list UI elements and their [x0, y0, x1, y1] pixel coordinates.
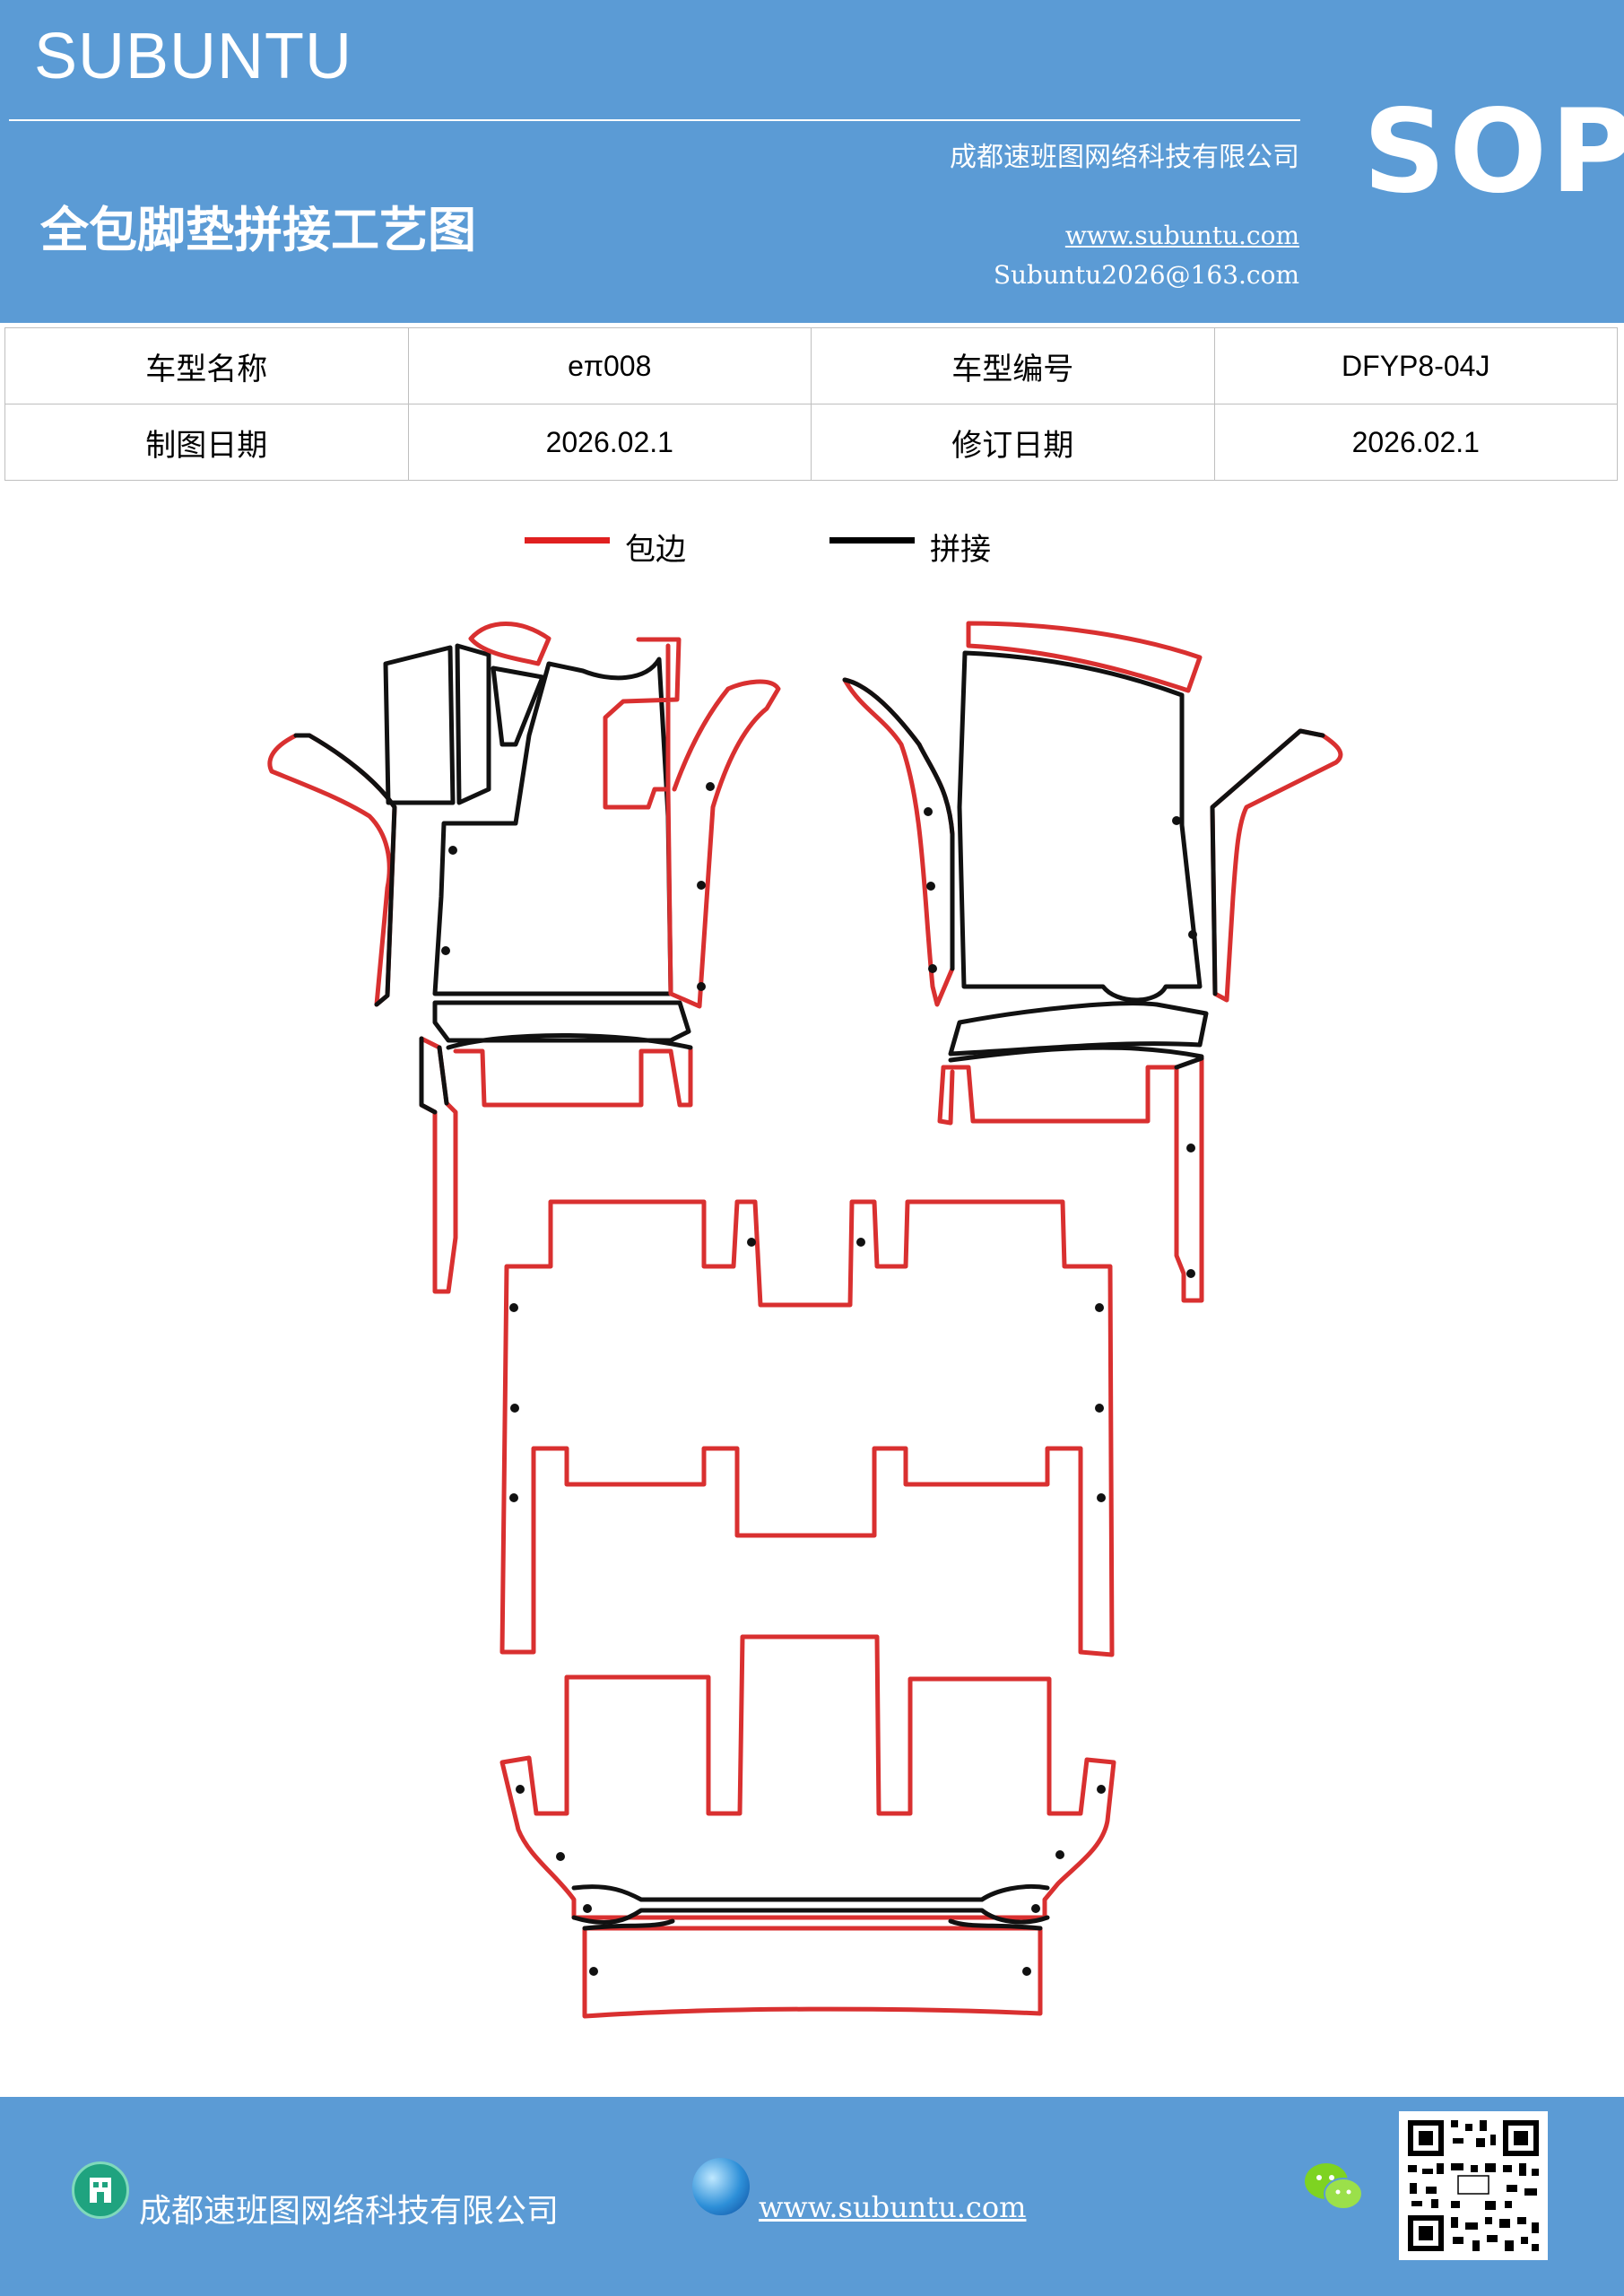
- front-left-main: [432, 657, 673, 996]
- front-right-strip-seam: [842, 677, 955, 971]
- third-row-outline: [499, 1634, 1116, 1920]
- front-left-tunnel-piece: [603, 637, 682, 810]
- header-company-name: 成都速班图网络科技有限公司: [950, 142, 1299, 173]
- front-left-pad-2: [455, 643, 491, 805]
- front-left-rail-seam: [419, 1036, 449, 1115]
- model-name-value: eπ008: [407, 327, 812, 404]
- front-right-main: [957, 650, 1203, 1003]
- footer-company-name: 成都速班图网络科技有限公司: [139, 2193, 560, 2230]
- legend-swatch-binding: [525, 537, 610, 544]
- fixing-dot: [1097, 1785, 1106, 1794]
- front-left-side-seam: [293, 733, 397, 1007]
- fixing-dot: [441, 946, 450, 955]
- fixing-dot: [1055, 1850, 1064, 1859]
- fixing-dot: [516, 1785, 525, 1794]
- qr-code[interactable]: [1399, 2111, 1548, 2260]
- model-name-label: 车型名称: [4, 327, 409, 404]
- revision-date-label: 修订日期: [811, 404, 1215, 481]
- fixing-dot: [556, 1852, 565, 1861]
- footer-banner: 成都速班图网络科技有限公司 www.subuntu.com: [0, 2097, 1624, 2296]
- front-left-bottom-piece: [453, 1047, 693, 1108]
- fixing-dot: [1095, 1303, 1104, 1312]
- model-code-label: 车型编号: [811, 327, 1215, 404]
- front-right-side-panel: [1210, 728, 1343, 1003]
- brand-logo-text: SUBUNTU: [34, 21, 353, 92]
- fixing-dot: [1022, 1967, 1031, 1976]
- front-right-heel-strip: [948, 1001, 1209, 1057]
- fixing-dot: [509, 1493, 518, 1502]
- vehicle-info-table: 车型名称 eπ008 车型编号 DFYP8-04J 制图日期 2026.02.1…: [4, 327, 1618, 481]
- fixing-dot: [583, 1904, 592, 1913]
- front-left-rail: [419, 1036, 458, 1294]
- model-code-value: DFYP8-04J: [1213, 327, 1618, 404]
- fixing-dot: [697, 982, 706, 991]
- drawing-date-value: 2026.02.1: [407, 404, 812, 481]
- header-divider: [9, 119, 1300, 121]
- floor-mat-diagram: [267, 621, 1343, 2019]
- front-left-pad-3: [491, 665, 545, 747]
- front-left-bottom-seam: [446, 1033, 693, 1050]
- fixing-dot: [697, 881, 706, 890]
- table-row: 车型名称 eπ008 车型编号 DFYP8-04J: [4, 327, 1618, 404]
- header-email: Subuntu2026@163.com: [993, 260, 1299, 290]
- drawing-date-label: 制图日期: [4, 404, 409, 481]
- third-row-mat: [499, 1634, 1116, 2019]
- header-website-link[interactable]: www.subuntu.com: [1064, 221, 1299, 250]
- globe-icon: [692, 2158, 750, 2215]
- legend-label-binding: 包边: [625, 532, 686, 568]
- front-left-center-strip: [665, 679, 781, 1009]
- third-row-back-seam: [582, 1918, 1043, 1931]
- second-row-outline: [499, 1199, 1115, 1657]
- fixing-dot: [1031, 1904, 1040, 1913]
- fixing-dot: [747, 1238, 756, 1247]
- fixing-dot: [510, 1404, 519, 1413]
- third-row-back-panel: [582, 1926, 1043, 2019]
- fixing-dot: [924, 807, 933, 816]
- fixing-dot: [926, 882, 935, 891]
- front-right-side-seam: [1210, 728, 1325, 996]
- fixing-dot: [1186, 1269, 1195, 1278]
- revision-date-value: 2026.02.1: [1213, 404, 1618, 481]
- front-left-pad-1: [383, 645, 456, 805]
- front-left-pedal-cut: [468, 622, 551, 666]
- front-right-strip: [842, 677, 955, 1007]
- fixing-dot: [1097, 1493, 1106, 1502]
- fixing-dot: [706, 782, 715, 791]
- legend-label-seam: 拼接: [930, 532, 991, 568]
- front-right-tab: [937, 1065, 955, 1126]
- fixing-dot: [856, 1238, 865, 1247]
- front-left-mat: [267, 622, 781, 1294]
- front-left-side-panel: [267, 733, 397, 1007]
- fixing-dot: [448, 846, 457, 855]
- legend-swatch-seam: [829, 537, 915, 544]
- fixing-dot: [1172, 816, 1181, 825]
- front-right-bottom-seam: [948, 1045, 1204, 1063]
- second-row-mat: [499, 1199, 1115, 1657]
- table-row: 制图日期 2026.02.1 修订日期 2026.02.1: [4, 404, 1618, 481]
- front-right-rail-seam: [1174, 1056, 1204, 1070]
- third-row-seam: [571, 1883, 1050, 1925]
- fixing-dot: [928, 964, 937, 973]
- fixing-dot: [1186, 1144, 1195, 1152]
- fixing-dot: [1188, 930, 1197, 939]
- footer-website-link[interactable]: www.subuntu.com: [759, 2190, 1027, 2224]
- header-banner: SUBUNTU 成都速班图网络科技有限公司 全包脚垫拼接工艺图 www.subu…: [0, 0, 1624, 323]
- building-icon: [72, 2161, 129, 2219]
- front-right-mat: [842, 621, 1343, 1303]
- front-left-heel-strip: [432, 1000, 691, 1043]
- fixing-dot: [1095, 1404, 1104, 1413]
- wechat-icon[interactable]: [1302, 2160, 1365, 2215]
- document-title: 全包脚垫拼接工艺图: [40, 201, 476, 258]
- fixing-dot: [509, 1303, 518, 1312]
- fixing-dot: [589, 1967, 598, 1976]
- front-right-top-band: [966, 621, 1203, 693]
- sop-badge: SOP: [1363, 85, 1624, 219]
